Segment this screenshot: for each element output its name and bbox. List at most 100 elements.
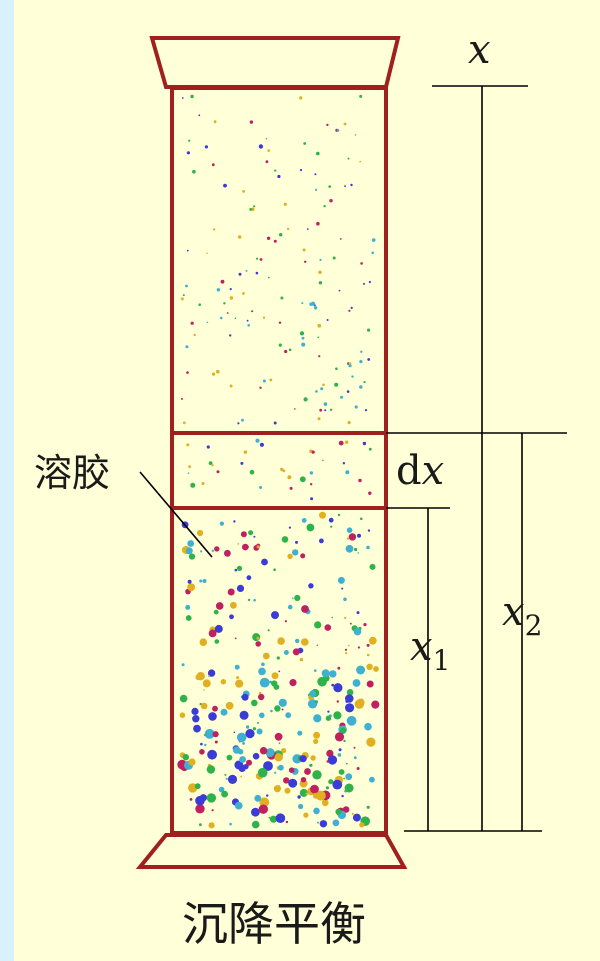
particle (191, 707, 199, 716)
particle (304, 260, 307, 263)
particle (265, 160, 269, 164)
particle (247, 598, 251, 602)
particle (274, 705, 281, 712)
particle (252, 633, 261, 642)
particle (316, 644, 319, 647)
particle (318, 270, 322, 274)
cylinder-base (135, 833, 408, 869)
particle (188, 758, 196, 766)
particle (347, 157, 350, 160)
particle (251, 699, 258, 707)
particle (334, 732, 345, 742)
particle (271, 680, 278, 687)
particle (255, 438, 260, 443)
particle (283, 650, 289, 655)
particle (317, 821, 319, 824)
particle (259, 386, 262, 389)
particle (324, 624, 332, 631)
particle (206, 445, 210, 449)
particle (310, 497, 314, 501)
particle (194, 783, 201, 790)
particle (368, 491, 372, 495)
particle (281, 748, 287, 754)
particle (267, 629, 270, 632)
particle (301, 605, 309, 613)
particle (359, 385, 363, 389)
particle (268, 816, 271, 819)
particle (313, 738, 319, 745)
particle (227, 774, 238, 785)
particle (348, 364, 352, 368)
particle (230, 601, 237, 609)
particle (236, 584, 245, 593)
particle (294, 408, 296, 410)
particle (278, 670, 281, 673)
particle (301, 638, 309, 646)
particle (199, 749, 205, 755)
particle (326, 749, 334, 758)
particle (236, 760, 240, 765)
particle (202, 679, 211, 688)
particle (346, 537, 350, 540)
particle (338, 289, 341, 292)
particle (301, 342, 306, 347)
particle (288, 348, 292, 352)
particle (188, 139, 191, 142)
particle (259, 442, 264, 447)
particle (181, 97, 184, 99)
particle (278, 343, 282, 347)
particle (251, 807, 260, 817)
particle (363, 282, 365, 285)
particle (247, 324, 250, 327)
particle (351, 812, 354, 816)
particle (262, 316, 266, 319)
particle (299, 96, 303, 100)
particle (246, 319, 249, 322)
particle (299, 168, 303, 172)
particle (268, 276, 270, 279)
particle (308, 583, 314, 589)
particle (251, 310, 254, 313)
particle (235, 679, 244, 688)
particle (199, 823, 202, 827)
particle (188, 553, 196, 560)
particle (284, 787, 291, 794)
particle (265, 137, 268, 140)
particle (234, 637, 237, 640)
particle (251, 820, 260, 829)
particle (366, 663, 373, 670)
particle (212, 731, 219, 738)
particle (347, 421, 351, 425)
particle (294, 594, 301, 602)
particle (185, 345, 189, 349)
particle (249, 120, 254, 124)
particle (315, 188, 318, 191)
particle (239, 756, 247, 763)
particle (239, 710, 249, 720)
particle (357, 552, 360, 554)
particle (331, 616, 334, 619)
particle (299, 755, 307, 763)
particle (303, 142, 307, 145)
particle (256, 728, 263, 735)
particle (195, 795, 205, 806)
particle (321, 799, 329, 807)
particle (251, 207, 255, 211)
particle (278, 764, 284, 771)
particle (333, 711, 342, 720)
particle (346, 715, 357, 726)
particle (328, 779, 334, 785)
particle (221, 790, 229, 798)
particle (229, 822, 232, 826)
particle (257, 767, 268, 778)
cylinder-top-flare (149, 36, 401, 89)
particle (234, 568, 238, 572)
particle (186, 151, 190, 155)
particle (301, 518, 307, 523)
particle (319, 538, 324, 544)
particle (204, 733, 207, 737)
particle (317, 417, 321, 421)
particle (229, 384, 233, 388)
particle (297, 795, 301, 799)
particle (186, 371, 189, 374)
